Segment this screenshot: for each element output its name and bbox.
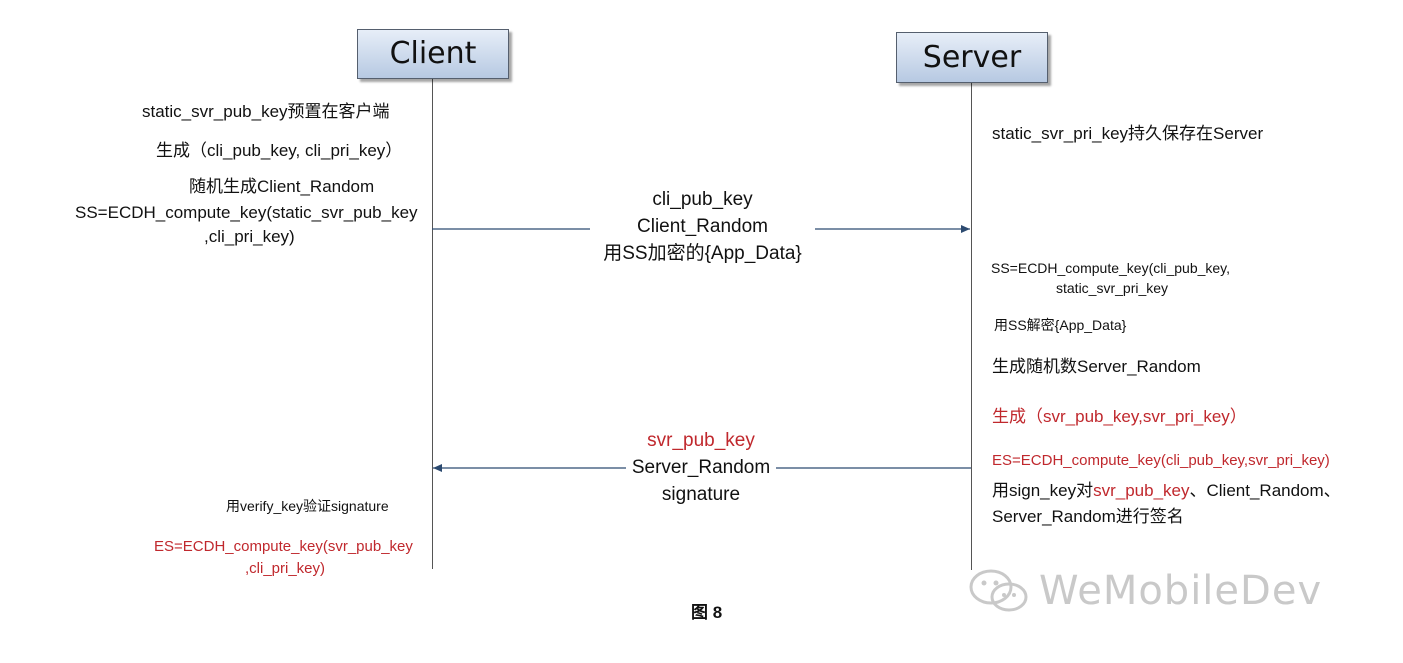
client-note-static-pub-key: static_svr_pub_key预置在客户端 [142,102,390,121]
watermark: WeMobileDev [965,565,1322,617]
message-1-line-3: 用SS加密的{App_Data} [603,243,802,264]
client-note-gen-keypair: 生成（cli_pub_key, cli_pri_key） [156,141,403,160]
wechat-logo-icon [969,569,1028,612]
client-note-es-compute-2: ,cli_pri_key) [245,560,326,577]
client-note-ss-compute-2: ,cli_pri_key) [204,227,295,246]
server-note-sign-1: 用sign_key对svr_pub_key、Client_Random、 [992,476,1341,501]
server-note-gen-random: 生成随机数Server_Random [992,357,1201,376]
server-note-gen-keypair: 生成（svr_pub_key,svr_pri_key） [992,407,1247,426]
server-note-sign-red: svr_pub_key [1093,481,1190,500]
server-note-es-compute: ES=ECDH_compute_key(cli_pub_key,svr_pri_… [992,452,1330,469]
figure-caption: 图 8 [691,603,723,622]
message-1-line-2: Client_Random [637,216,768,237]
server-note-ss-compute-2: static_svr_pri_key [1056,280,1169,296]
client-lifeline [432,79,433,569]
client-note-es-compute-1: ES=ECDH_compute_key(svr_pub_key [154,538,413,555]
message-2-line-2: Server_Random [631,457,771,478]
client-actor: Client [357,29,509,79]
server-note-sign-2: Server_Random进行签名 [992,507,1184,526]
watermark-text: WeMobileDev [1039,568,1323,614]
client-note-gen-random: 随机生成Client_Random [189,177,375,196]
message-2-line-1: svr_pub_key [647,430,755,451]
server-note-sign-suffix: 、Client_Random、 [1189,481,1341,500]
message-2-line-3: signature [661,484,741,505]
message-1-line-1: cli_pub_key [652,189,753,210]
client-note-ss-compute-1: SS=ECDH_compute_key(static_svr_pub_key [75,203,418,222]
server-note-sign-prefix: 用sign_key对 [992,481,1094,500]
message-server-to-client: svr_pub_key Server_Random signature [626,427,776,508]
server-actor: Server [896,32,1048,83]
server-note-decrypt: 用SS解密{App_Data} [994,317,1127,333]
server-note-static-pri-key: static_svr_pri_key持久保存在Server [992,124,1264,143]
message-client-to-server: cli_pub_key Client_Random 用SS加密的{App_Dat… [590,186,815,267]
client-note-verify: 用verify_key验证signature [226,498,389,514]
server-note-ss-compute-1: SS=ECDH_compute_key(cli_pub_key, [991,260,1231,276]
server-lifeline [971,82,972,570]
